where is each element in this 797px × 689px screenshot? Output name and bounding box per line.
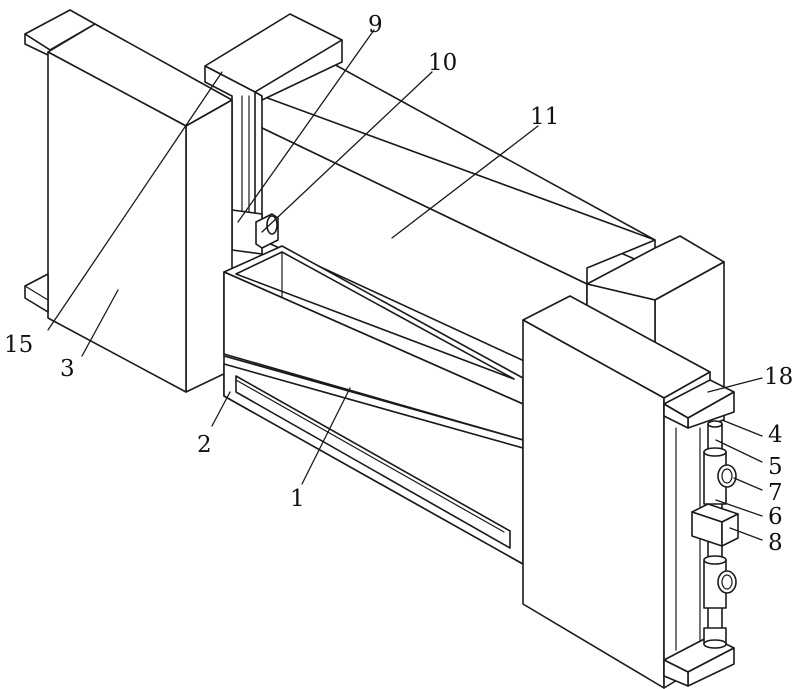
- label-6: 6: [768, 504, 783, 530]
- label-9: 9: [368, 12, 383, 38]
- left-block: [25, 10, 232, 392]
- label-2: 2: [197, 432, 212, 458]
- label-11: 11: [530, 104, 559, 130]
- label-1: 1: [290, 486, 305, 512]
- label-3: 3: [60, 356, 75, 382]
- label-18: 18: [764, 364, 793, 390]
- label-4: 4: [768, 422, 783, 448]
- label-7: 7: [768, 480, 783, 506]
- label-5: 5: [768, 454, 783, 480]
- label-10: 10: [428, 50, 457, 76]
- label-8: 8: [768, 530, 783, 556]
- label-15: 15: [4, 332, 33, 358]
